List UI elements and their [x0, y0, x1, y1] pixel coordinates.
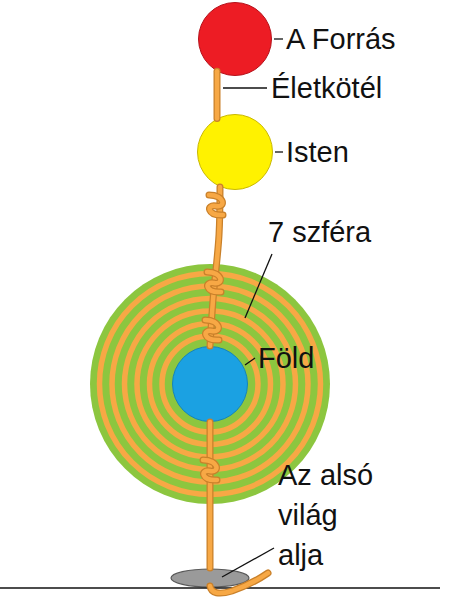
- sphere-ring: [137, 311, 283, 457]
- rope-tail: [210, 573, 268, 593]
- god-circle-fill: [198, 115, 273, 190]
- knot-outline: [207, 272, 221, 292]
- rope-connector: [208, 422, 213, 568]
- rope-connector: [210, 187, 220, 346]
- rope-connector: [215, 71, 220, 118]
- label-holder: Életkötél: [271, 70, 382, 106]
- knot-outline: [203, 460, 217, 480]
- rope-outline: [210, 187, 220, 346]
- leader-line: [274, 38, 283, 39]
- leader-line: [275, 151, 283, 152]
- knot-outline: [209, 195, 223, 215]
- source-circle-fill: [199, 3, 272, 76]
- node-label: Az alsó világ alja: [278, 455, 386, 575]
- knots: [203, 195, 223, 480]
- node-label: Isten: [286, 134, 349, 170]
- rope-knot: [203, 460, 217, 480]
- earth-circle-fill: [173, 347, 248, 422]
- rope-label: Életkötél: [271, 70, 382, 106]
- source-circle: A Forrás: [198, 2, 272, 76]
- leader-line: [245, 254, 272, 318]
- label-holder: Az alsó világ alja: [278, 455, 386, 575]
- node-label: A Forrás: [286, 21, 396, 57]
- rope-knot: [205, 320, 219, 340]
- sphere-ring: [150, 324, 271, 445]
- earth-circle: Föld: [172, 346, 248, 422]
- rope-knot: [209, 195, 223, 215]
- knot-outline: [205, 320, 219, 340]
- label-holder: A Forrás: [286, 21, 396, 57]
- rope-knot: [207, 272, 221, 292]
- leader-line: [245, 358, 255, 365]
- node-label: 7 szféra: [268, 214, 371, 250]
- sphere-ring: [162, 336, 258, 432]
- earth-circle-shape: [172, 346, 248, 422]
- knot-rope: [205, 320, 219, 340]
- node-label: Föld: [258, 340, 314, 376]
- leader-lines: [222, 39, 283, 577]
- rope-outline: [214, 71, 221, 118]
- ground-line: [0, 587, 440, 589]
- sphere-ring: [125, 299, 296, 470]
- rope-outline: [207, 422, 214, 568]
- sphere-ring: [112, 286, 308, 482]
- stone-fill: [171, 569, 249, 587]
- label-holder: Isten: [286, 134, 349, 170]
- leader-line: [222, 548, 274, 577]
- leader-line: [223, 87, 267, 88]
- knot-rope: [203, 460, 217, 480]
- source-circle-shape: [198, 2, 272, 76]
- knot-rope: [207, 272, 221, 292]
- rope-tail-outline: [210, 573, 268, 593]
- label-holder: 7 szféra: [268, 214, 371, 250]
- knot-rope: [209, 195, 223, 215]
- stone: Az alsó világ alja: [170, 568, 250, 588]
- label-holder: Föld: [258, 340, 314, 376]
- god-circle: Isten: [197, 114, 273, 190]
- god-circle-shape: [197, 114, 273, 190]
- stone-shape: [170, 568, 250, 588]
